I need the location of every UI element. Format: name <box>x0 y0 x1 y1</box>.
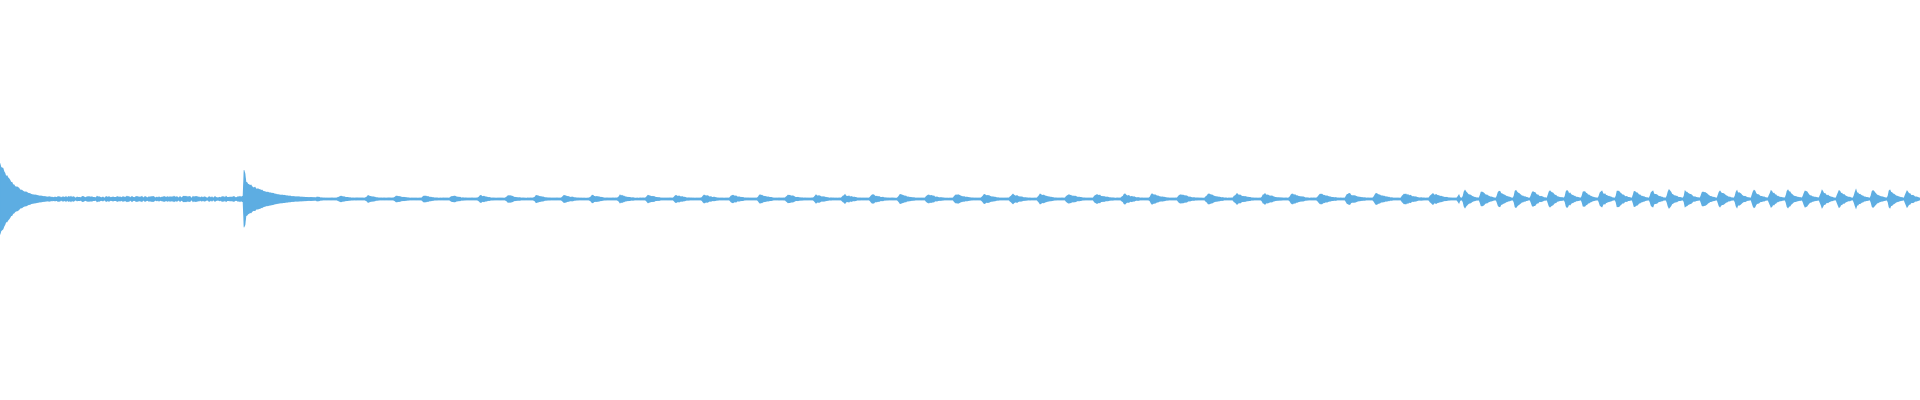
audio-waveform[interactable] <box>0 0 1920 400</box>
waveform-panel[interactable] <box>0 0 1920 400</box>
